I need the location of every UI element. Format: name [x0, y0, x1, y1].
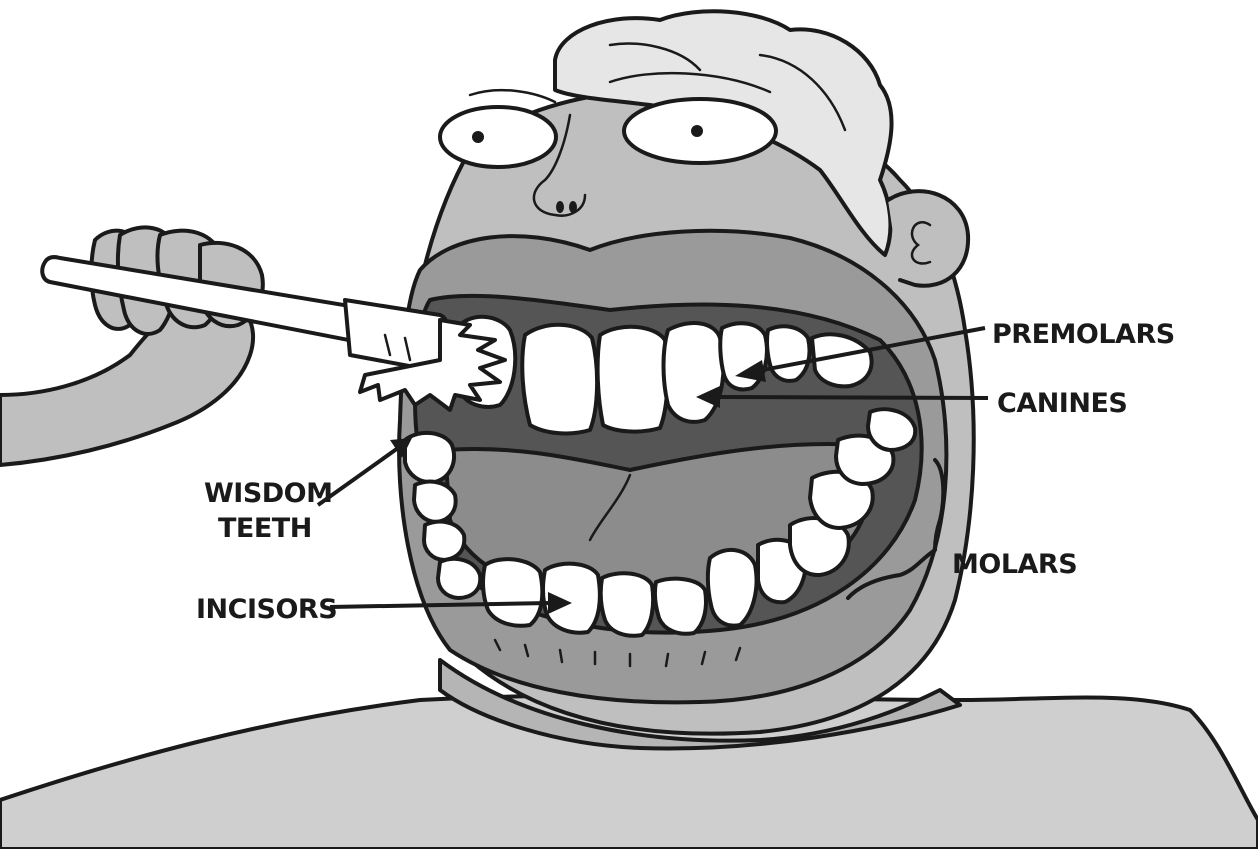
ear	[888, 191, 968, 286]
upper-premolar-2	[767, 326, 810, 381]
incisors-label: INCISORS	[196, 594, 337, 625]
wisdom-teeth-label-line1: WISDOM	[204, 478, 333, 509]
upper-incisor-1	[522, 325, 597, 434]
lower-wisdom-tooth	[405, 433, 454, 482]
lower-incisor-1	[483, 559, 542, 626]
right-pupil	[691, 125, 703, 137]
premolars-label: PREMOLARS	[992, 319, 1175, 350]
canines-label: CANINES	[997, 388, 1127, 419]
upper-incisor-2	[598, 327, 668, 432]
wisdom-teeth-label-line2: TEETH	[218, 513, 312, 544]
left-eye	[440, 107, 556, 167]
upper-canine	[664, 323, 724, 422]
molars-label: MOLARS	[952, 549, 1077, 580]
canines-arrow	[715, 397, 988, 398]
left-pupil	[472, 131, 484, 143]
